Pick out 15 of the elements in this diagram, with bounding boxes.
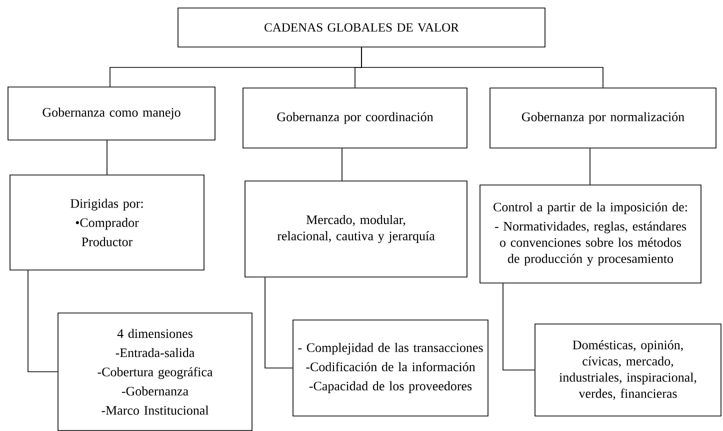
text-box: Domésticas, opinión, cívicas, mercado, industriales, inspiracional, verdes, financieras: [534, 324, 722, 416]
text-box: Gobernanza por coordinación: [242, 88, 468, 148]
text-box: Gobernanza como manejo: [8, 86, 216, 140]
text-box: Dirigidas por: •Comprador Productor: [10, 174, 204, 270]
text-box: Control a partir de la imposición de: - Normatividades, reglas, estándares o convenciones sobre los métodos de producción y procesamiento: [480, 184, 702, 284]
text-box: Mercado, modular, relacional, cautiva y jerarquía: [244, 180, 468, 278]
connector-line: [361, 47, 604, 88]
connector-line: [502, 283, 535, 370]
text-box: 4 dimensiones -Entrada-salida -Cobertura geográfica -Gobernanza -Marco Institucional: [58, 312, 252, 431]
connector-line: [106, 140, 108, 175]
text-box: - Complejidad de las transacciones -Codificación de la información -Capacidad de los proveedores: [292, 320, 488, 416]
text-box: Gobernanza por normalización: [490, 88, 716, 148]
connector-line: [264, 277, 293, 368]
connector-line: [28, 270, 58, 372]
text-box: CADENAS GLOBALES DE VALOR: [178, 8, 546, 48]
